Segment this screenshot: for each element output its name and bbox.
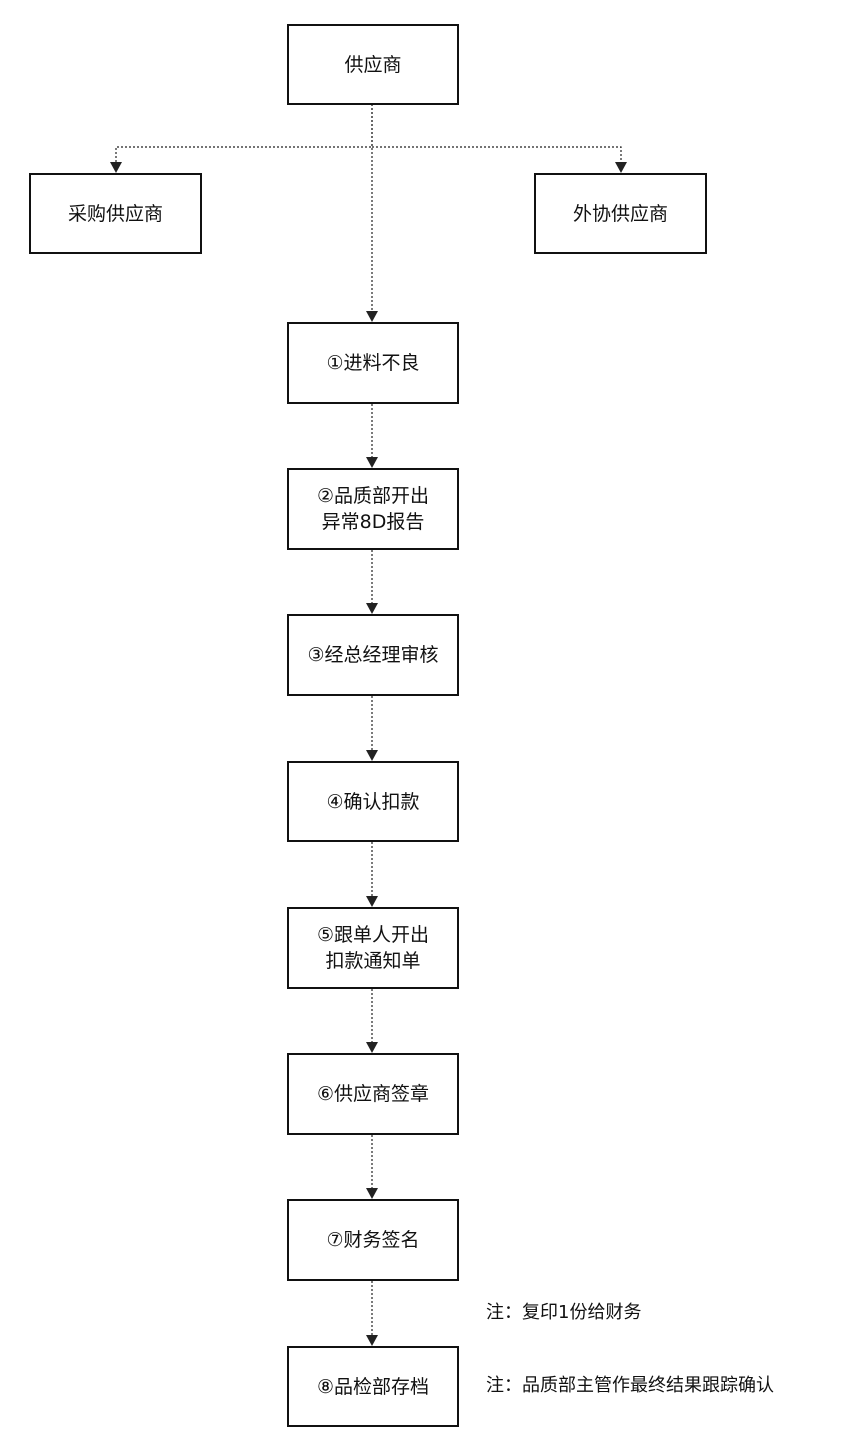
arrowhead-step3 (366, 603, 378, 614)
node-step1: ①进料不良 (287, 322, 459, 404)
arrowhead-step2 (366, 457, 378, 468)
arrowhead-step4 (366, 750, 378, 761)
node-outsource-supplier: 外协供应商 (534, 173, 707, 254)
node-step8-label: ⑧品检部存档 (316, 1375, 430, 1398)
node-purchase-supplier: 采购供应商 (29, 173, 202, 254)
node-step2: ②品质部开出 异常8D报告 (287, 468, 459, 550)
node-step1-label: ①进料不良 (326, 352, 420, 374)
node-step4: ④确认扣款 (287, 761, 459, 842)
node-purchase-supplier-label: 采购供应商 (67, 202, 163, 225)
node-step4-label: ④确认扣款 (326, 790, 420, 813)
node-step5-label: ⑤跟单人开出 扣款通知单 (316, 924, 430, 972)
arrowhead-step6 (366, 1042, 378, 1053)
node-step7-label: ⑦财务签名 (326, 1229, 420, 1251)
node-step3: ③经总经理审核 (287, 614, 459, 696)
arrowhead-step5 (366, 896, 378, 907)
node-step6-label: ⑥供应商签章 (316, 1083, 430, 1105)
node-step8: ⑧品检部存档 (287, 1346, 459, 1427)
arrowhead-purchase (110, 162, 122, 173)
node-supplier-label: 供应商 (344, 53, 402, 76)
node-step2-label: ②品质部开出 异常8D报告 (316, 485, 430, 533)
arrowhead-outsource (615, 162, 627, 173)
arrowhead-step1 (366, 311, 378, 322)
note-supervisor-followup: 注：品质部主管作最终结果跟踪确认 (486, 1375, 774, 1396)
node-supplier: 供应商 (287, 24, 459, 105)
edge-supplier-outsource (372, 146, 622, 163)
node-step7: ⑦财务签名 (287, 1199, 459, 1281)
node-step3-label: ③经总经理审核 (307, 644, 439, 666)
node-outsource-supplier-label: 外协供应商 (572, 202, 668, 225)
arrowhead-step7 (366, 1188, 378, 1199)
edge-supplier-purchase (115, 104, 373, 163)
note-copy-to-finance: 注：复印1份给财务 (486, 1302, 642, 1323)
node-step5: ⑤跟单人开出 扣款通知单 (287, 907, 459, 989)
node-step6: ⑥供应商签章 (287, 1053, 459, 1135)
arrowhead-step8 (366, 1335, 378, 1346)
